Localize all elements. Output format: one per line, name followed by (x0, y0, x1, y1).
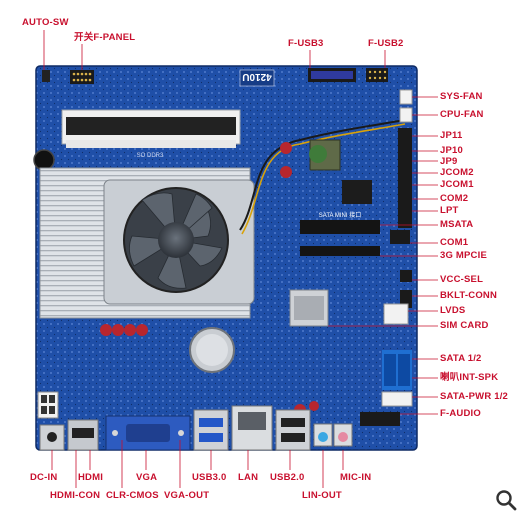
label-lin-out: LIN-OUT (302, 490, 342, 501)
mpcie-slot (300, 246, 380, 256)
f-usb2-header (366, 68, 388, 82)
label-f-audio: F-AUDIO (440, 408, 481, 419)
io-chip (342, 180, 372, 204)
atx-power-connector (37, 391, 59, 419)
msata-silk: SATA MINI 接口 (319, 211, 361, 219)
label-dc-in: DC-IN (30, 472, 58, 483)
buzzer (33, 149, 55, 171)
label-auto-sw: AUTO-SW (22, 17, 69, 28)
label-sys-fan: SYS-FAN (440, 91, 483, 102)
label-lpt: LPT (440, 205, 459, 216)
label-hdmi: HDMI (78, 472, 104, 483)
label-jp11: JP11 (440, 130, 463, 141)
label-sata12: SATA 1/2 (440, 353, 482, 364)
label-vcc-sel: VCC-SEL (440, 274, 484, 285)
label-clr-cmos: CLR-CMOS (106, 490, 159, 501)
cpu-marking: 4210U (242, 71, 271, 82)
label-cpu-fan: CPU-FAN (440, 109, 484, 120)
leader-lines (43, 30, 438, 488)
fan-cable (239, 119, 406, 231)
label-f-panel: 开关F-PANEL (74, 32, 136, 43)
auto-sw-jumper (42, 70, 50, 82)
fan-hub (158, 222, 194, 258)
label-jcom1: JCOM1 (440, 179, 474, 190)
magnifier-icon[interactable] (494, 488, 518, 512)
label-hdmi-con: HDMI-CON (50, 490, 101, 501)
label-jcom2: JCOM2 (440, 167, 474, 178)
label-usb30: USB3.0 (192, 472, 227, 483)
label-int-spk: 喇叭INT-SPK (440, 372, 499, 383)
label-jp9: JP9 (440, 156, 458, 167)
label-msata: MSATA (440, 219, 474, 230)
label-f-usb3: F-USB3 (288, 38, 324, 49)
label-mpcie: 3G MPCIE (440, 250, 487, 261)
label-lvds: LVDS (440, 305, 466, 316)
msata-slot (300, 220, 380, 234)
rear-io (39, 405, 353, 451)
label-vga-out: VGA-OUT (164, 490, 210, 501)
label-sim-card: SIM CARD (440, 320, 489, 331)
label-f-usb2: F-USB2 (368, 38, 404, 49)
right-headers (360, 89, 413, 426)
label-usb20: USB2.0 (270, 472, 305, 483)
sodimm-slot: SO DDR3 (61, 109, 241, 159)
cpu-heatsink (39, 167, 255, 319)
label-com1: COM1 (440, 237, 469, 248)
label-lan: LAN (238, 472, 259, 483)
label-mic-in: MIC-IN (340, 472, 372, 483)
label-com2: COM2 (440, 193, 469, 204)
label-vga: VGA (136, 472, 158, 483)
label-bklt-conn: BKLT-CONN (440, 290, 498, 301)
f-panel-header (70, 70, 94, 84)
sodimm-silk: SO DDR3 (137, 153, 164, 159)
label-sata-pwr: SATA-PWR 1/2 (440, 391, 509, 402)
f-usb3-header (308, 68, 356, 82)
label-jp10: JP10 (440, 145, 463, 156)
cpu-silk: 4210U (239, 69, 275, 87)
